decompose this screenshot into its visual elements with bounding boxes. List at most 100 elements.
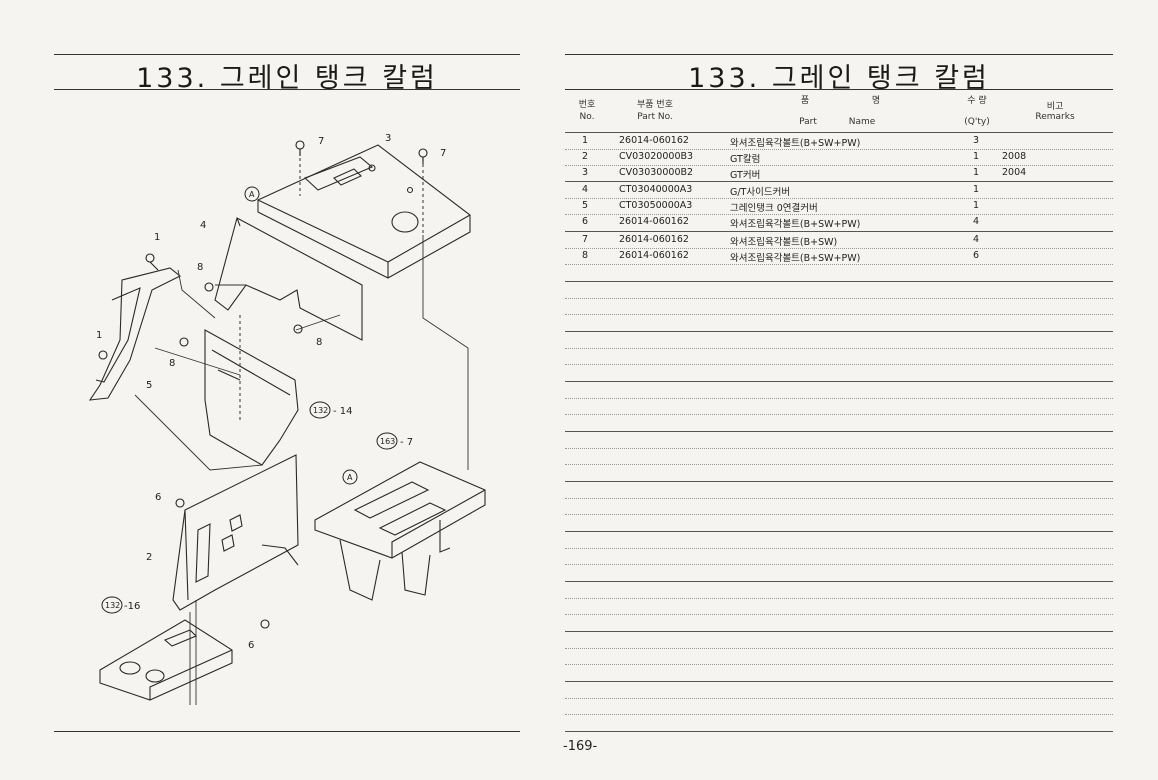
row-part-number: CT03050000A3: [619, 200, 693, 211]
row-divider: [565, 648, 1113, 649]
callout-4: 4: [200, 220, 206, 231]
row-qty: 3: [972, 135, 980, 146]
row-no: 5: [581, 200, 589, 211]
row-part-number: CV03030000B2: [619, 167, 694, 178]
row-no: 7: [581, 234, 589, 245]
reference-132b-circle: [101, 596, 123, 614]
row-part-name: 그레인탱크 0연결커버: [730, 203, 818, 214]
row-no: 3: [581, 167, 589, 178]
row-divider: [565, 514, 1113, 515]
header-qty-ko: 수 량: [967, 96, 987, 106]
row-qty: 1: [972, 200, 980, 211]
row-divider: [565, 464, 1113, 465]
callout-7-right: 7: [440, 148, 446, 159]
row-divider: [565, 714, 1113, 715]
header-name-ko-2: 명: [871, 96, 881, 106]
reference-163-label: 163: [380, 437, 395, 446]
reference-132b-label: 132: [105, 601, 120, 610]
title-rule: [54, 89, 520, 90]
row-part-name: GT칼럼: [730, 154, 761, 165]
gt-column-part: [172, 454, 299, 611]
header-no-en: No.: [579, 112, 595, 122]
row-divider: [565, 281, 1113, 282]
row-part-number: 26014-060162: [619, 250, 689, 261]
callout-8: 8: [197, 262, 203, 273]
callout-8-left: 8: [169, 358, 175, 369]
row-divider: [565, 431, 1113, 432]
table-row: 1 26014-060162 와셔조립육각볼트(B+SW+PW) 3: [565, 133, 1113, 149]
table-row: 5 CT03050000A3 그레인탱크 0연결커버 1: [565, 198, 1113, 214]
row-part-name: G/T사이드커버: [730, 187, 791, 198]
row-divider: [565, 149, 1113, 150]
bottom-plate-part: [99, 619, 233, 701]
bottom-rule: [54, 731, 520, 732]
assembly-leaders: [239, 152, 424, 420]
page-number: -169-: [563, 739, 598, 754]
row-no: 2: [581, 151, 589, 162]
row-qty: 1: [972, 184, 980, 195]
row-qty: 4: [972, 216, 980, 227]
callout-3: 3: [385, 133, 391, 144]
reference-132b-suffix: -16: [124, 601, 140, 612]
row-divider: [565, 681, 1113, 682]
callout-6-lower: 6: [248, 640, 254, 651]
header-part-ko: 부품 번호: [637, 100, 673, 110]
row-part-number: 26014-060162: [619, 216, 689, 227]
reference-a-lower-circle: [342, 469, 358, 485]
row-divider: [565, 314, 1113, 315]
row-part-name: 와셔조립육각볼트(B+SW+PW): [730, 253, 861, 264]
row-part-name: GT커버: [730, 170, 761, 181]
callout-2: 2: [146, 552, 152, 563]
callout-8-right: 8: [316, 337, 322, 348]
header-name-en-1: Part: [799, 117, 817, 127]
callout-1-lower: 1: [96, 330, 102, 341]
row-divider: [565, 398, 1113, 399]
row-divider: [565, 531, 1113, 532]
table-row: 4 CT03040000A3 G/T사이드커버 1: [565, 182, 1113, 198]
header-remarks-en: Remarks: [1035, 112, 1075, 122]
row-divider: [565, 248, 1113, 249]
page-title: 133. 그레인 탱크 칼럼: [136, 63, 438, 94]
row-part-name: 와셔조립육각볼트(B+SW+PW): [730, 138, 861, 149]
reference-163-suffix: - 7: [400, 437, 413, 448]
row-divider: [565, 165, 1113, 166]
left-page: 133. 그레인 탱크 칼럼: [0, 0, 560, 780]
row-part-name: 와셔조립육각볼트(B+SW): [730, 237, 838, 248]
row-divider: [565, 614, 1113, 615]
row-divider: [565, 498, 1113, 499]
header-name-ko-1: 품: [800, 96, 810, 106]
reference-132-label: 132: [313, 406, 328, 415]
row-divider: [565, 298, 1113, 299]
row-divider: [565, 564, 1113, 565]
solid-leaders: [134, 235, 469, 705]
row-divider: [565, 598, 1113, 599]
row-divider: [565, 264, 1113, 265]
row-no: 4: [581, 184, 589, 195]
gt-side-cover-part: [214, 217, 363, 341]
reference-a-label: A: [249, 190, 255, 199]
reference-132-circle: [309, 401, 331, 419]
row-divider: [565, 448, 1113, 449]
row-qty: 4: [972, 234, 980, 245]
row-divider: [565, 581, 1113, 582]
top-rule: [54, 54, 520, 55]
row-divider: [565, 481, 1113, 482]
reference-a-circle: [244, 186, 260, 202]
row-divider: [565, 631, 1113, 632]
row-no: 1: [581, 135, 589, 146]
header-qty-en: (Q'ty): [964, 117, 990, 127]
header-remarks-ko: 비고: [1046, 102, 1064, 112]
callout-1: 1: [154, 232, 160, 243]
row-no: 6: [581, 216, 589, 227]
row-remarks: 2004: [1002, 167, 1027, 178]
row-divider: [565, 381, 1113, 382]
reference-a-lower-label: A: [347, 473, 353, 482]
exploded-parts-diagram: 1 1 2 3 4 5 6 6 7 7 8 8 8 A A 132 163: [88, 133, 486, 705]
right-top-rule: [565, 54, 1113, 55]
row-divider: [565, 181, 1113, 182]
callout-7: 7: [318, 136, 324, 147]
tank-frame-assembly: [314, 461, 486, 601]
row-qty: 6: [972, 250, 980, 261]
gt-cover-part: [257, 144, 471, 279]
header-no-ko: 번호: [578, 100, 596, 110]
